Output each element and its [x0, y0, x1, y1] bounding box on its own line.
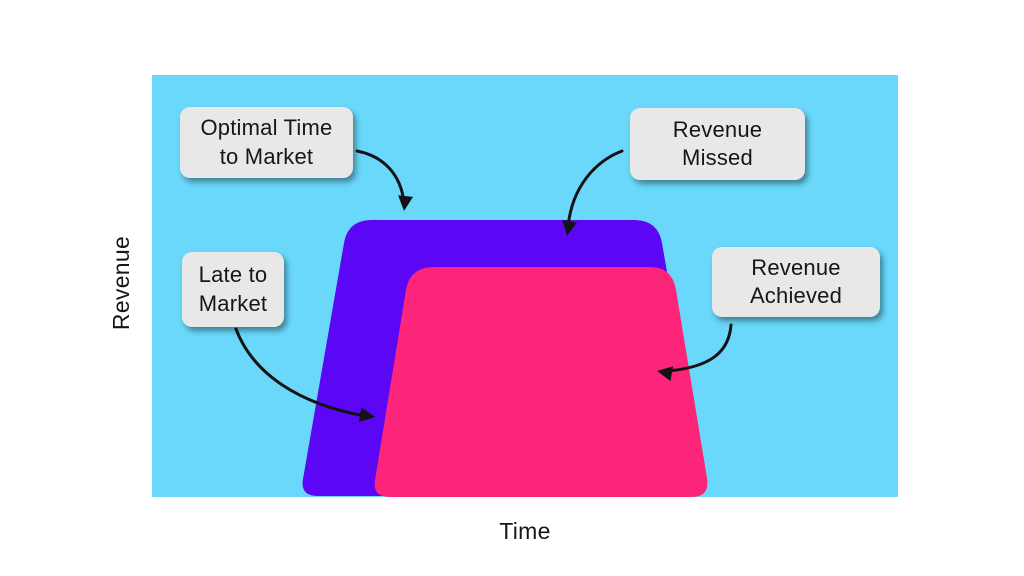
arrow-achieved-curve	[666, 323, 733, 373]
arrow-missed	[562, 149, 624, 236]
callout-late-to-market: Late to Market	[182, 252, 284, 327]
arrow-optimal-curve	[355, 149, 406, 205]
arrow-late-curve	[234, 327, 367, 418]
arrow-missed-curve	[566, 149, 624, 229]
callout-optimal-time-to-market: Optimal Time to Market	[180, 107, 353, 178]
x-axis-label: Time	[499, 517, 551, 544]
arrow-achieved	[657, 323, 733, 381]
callout-revenue-missed: Revenue Missed	[630, 108, 805, 180]
y-axis-label: Revenue	[107, 235, 134, 331]
arrow-optimal-head-icon	[398, 195, 414, 211]
late-trapezoid	[374, 267, 708, 497]
arrow-optimal	[355, 149, 414, 211]
arrow-late	[234, 327, 375, 423]
arrow-missed-head-icon	[562, 219, 577, 236]
arrow-late-head-icon	[359, 407, 375, 423]
arrow-achieved-head-icon	[657, 366, 674, 381]
callout-revenue-achieved: Revenue Achieved	[712, 247, 880, 317]
